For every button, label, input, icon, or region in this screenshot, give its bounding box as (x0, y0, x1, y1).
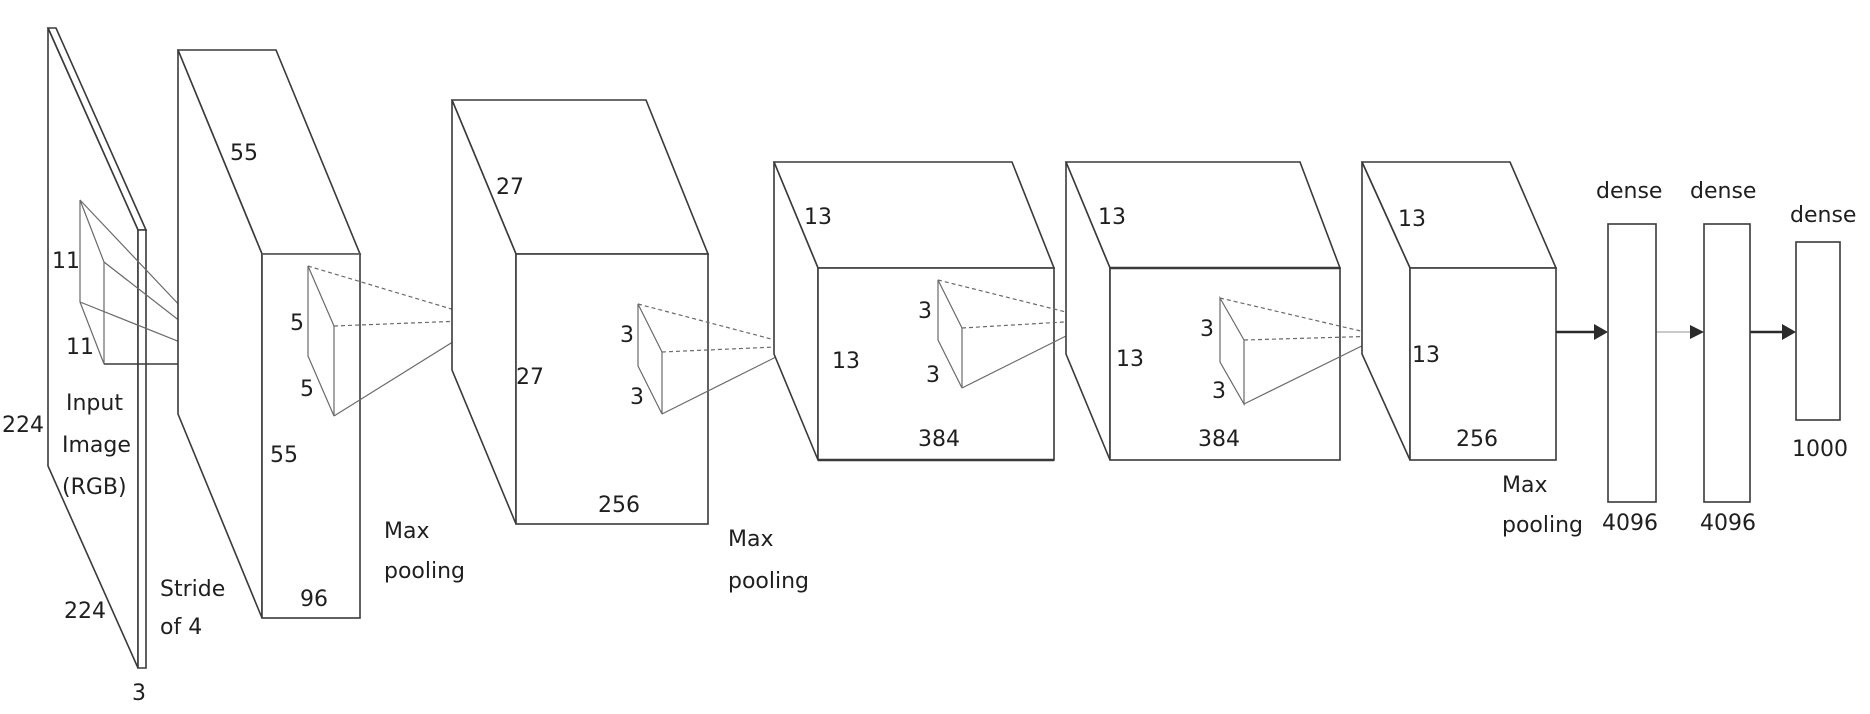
input-height-label: 224 (2, 413, 44, 438)
conv1-kernel-height-label: 5 (290, 311, 304, 336)
pool2-label-line1: Max (728, 527, 773, 552)
dense-layer-2-size: 4096 (1700, 511, 1756, 536)
pool3-label-line2: pooling (1502, 513, 1583, 538)
conv4-depth-label: 384 (1198, 427, 1240, 452)
conv1-height-label: 55 (230, 141, 258, 166)
conv5-width-label: 13 (1412, 343, 1440, 368)
pool2-label-line2: pooling (728, 569, 809, 594)
input-image-label-line1: Input (66, 391, 123, 416)
stride-label-line1: Stride (160, 577, 225, 602)
dense-layer-1-title: dense (1596, 179, 1662, 204)
conv2-width-label: 27 (516, 365, 544, 390)
conv5-depth-label: 256 (1456, 427, 1498, 452)
conv5-block (1360, 161, 1558, 461)
dense-layer-1 (1607, 223, 1657, 503)
conv4-kernel-3x3 (1219, 295, 1383, 407)
conv4-block (1064, 161, 1383, 461)
dense-layer-1-size: 4096 (1602, 511, 1658, 536)
pool3-label-line1: Max (1502, 473, 1547, 498)
input-image-label-line3: (RGB) (62, 475, 127, 500)
conv1-block (176, 49, 489, 619)
arrow-conv5-to-dense1 (1556, 324, 1608, 340)
conv3-depth-label: 384 (918, 427, 960, 452)
conv2-depth-label: 256 (598, 493, 640, 518)
pool1-label-line2: pooling (384, 559, 465, 584)
dense-layer-3-title: dense (1790, 203, 1856, 228)
conv2-height-label: 27 (496, 175, 524, 200)
input-width-label: 224 (64, 599, 106, 624)
conv5-height-label: 13 (1398, 207, 1426, 232)
conv3-kernel-width-label: 3 (926, 363, 940, 388)
stride-label-line2: of 4 (160, 615, 202, 640)
conv2-block (450, 99, 799, 525)
conv3-block (772, 161, 1099, 462)
conv2-kernel-height-label: 3 (620, 323, 634, 348)
dense-layer-3-size: 1000 (1792, 437, 1848, 462)
conv4-kernel-height-label: 3 (1200, 317, 1214, 342)
conv4-width-label: 13 (1116, 347, 1144, 372)
input-image-label-line2: Image (62, 433, 131, 458)
conv4-kernel-width-label: 3 (1212, 379, 1226, 404)
conv3-width-label: 13 (832, 349, 860, 374)
conv2-kernel-width-label: 3 (630, 385, 644, 410)
conv3-height-label: 13 (804, 205, 832, 230)
conv3-kernel-height-label: 3 (918, 299, 932, 324)
conv1-depth-label: 96 (300, 587, 328, 612)
conv4-height-label: 13 (1098, 205, 1126, 230)
input-kernel-width-label: 11 (66, 335, 94, 360)
conv1-width-label: 55 (270, 443, 298, 468)
arrow-dense1-to-dense2 (1656, 325, 1704, 339)
input-kernel-height-label: 11 (52, 249, 80, 274)
conv1-kernel-width-label: 5 (300, 377, 314, 402)
dense-layer-3 (1795, 241, 1841, 421)
arrow-dense2-to-dense3 (1750, 324, 1796, 340)
pool1-label-line1: Max (384, 519, 429, 544)
dense-layer-2 (1703, 223, 1751, 503)
input-depth-label: 3 (132, 681, 146, 706)
dense-layer-2-title: dense (1690, 179, 1756, 204)
